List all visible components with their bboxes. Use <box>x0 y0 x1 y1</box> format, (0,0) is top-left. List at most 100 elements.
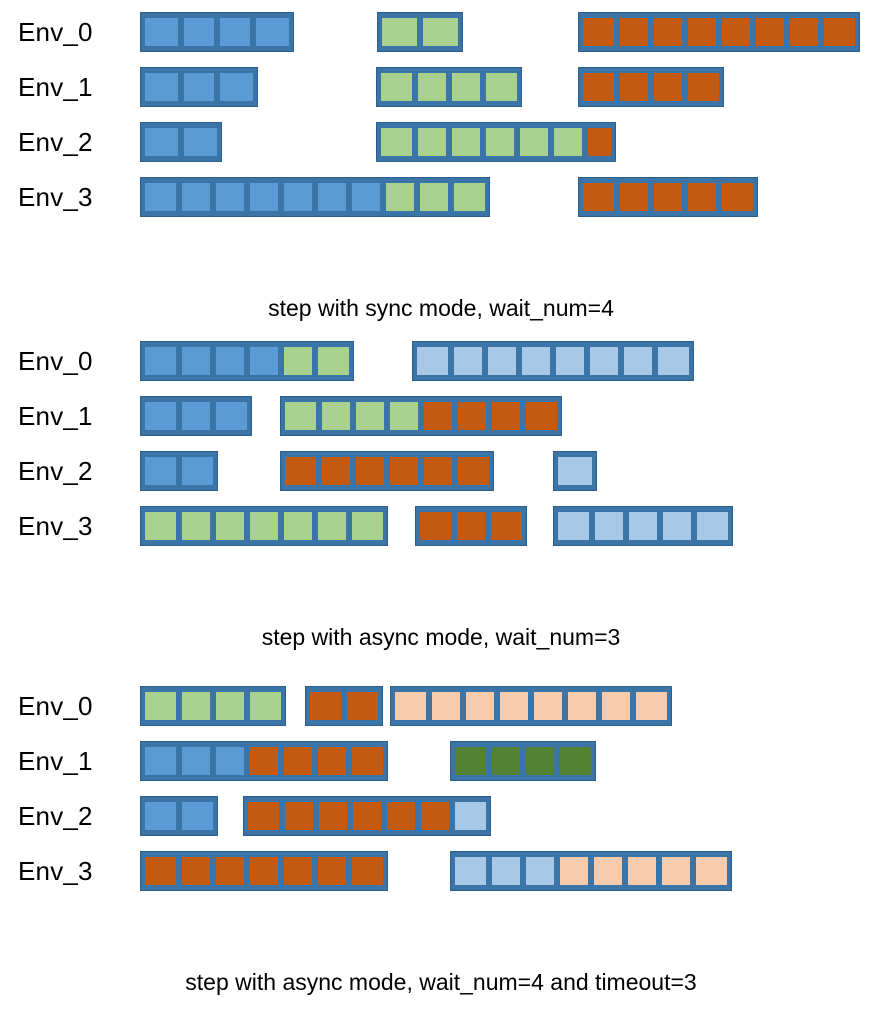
env-row-label: Env_1 <box>18 746 93 776</box>
env-row: Env_0 <box>0 682 882 730</box>
step-cell-blue <box>179 183 213 211</box>
step-cell-blue <box>247 347 281 375</box>
step-cell-green <box>281 512 315 540</box>
env-row-label: Env_3 <box>18 511 93 541</box>
step-cell-blue <box>145 73 181 101</box>
step-group <box>376 122 616 162</box>
step-cell-blue <box>315 183 349 211</box>
step-cell-green <box>451 183 485 211</box>
step-cell-orange <box>651 18 685 46</box>
step-cell-orange <box>319 457 353 485</box>
step-cell-green <box>213 512 247 540</box>
env-row: Env_0 <box>0 8 882 56</box>
step-cell-blue <box>247 183 281 211</box>
step-cell-orange <box>583 73 617 101</box>
step-cell-light-blue <box>621 347 655 375</box>
step-cell-orange <box>719 18 753 46</box>
step-cell-green <box>483 73 517 101</box>
step-group <box>140 12 294 52</box>
env-row-label: Env_2 <box>18 456 93 486</box>
step-cell-orange <box>247 747 281 775</box>
step-cell-orange <box>753 18 787 46</box>
step-cell-orange <box>787 18 821 46</box>
step-cell-peach <box>429 692 463 720</box>
env-row-track <box>0 173 882 221</box>
step-cell-orange <box>685 18 719 46</box>
env-row-label: Env_0 <box>18 346 93 376</box>
step-group <box>140 796 218 836</box>
step-group <box>140 451 218 491</box>
step-group <box>140 341 354 381</box>
step-cell-light-blue <box>452 802 486 830</box>
step-cell-light-blue <box>626 512 660 540</box>
env-row: Env_3 <box>0 847 882 895</box>
panel-caption: step with sync mode, wait_num=4 <box>268 295 614 321</box>
step-cell-green <box>349 512 383 540</box>
step-cell-orange <box>384 802 418 830</box>
step-group <box>553 451 597 491</box>
step-cell-green <box>145 512 179 540</box>
step-cell-green <box>179 692 213 720</box>
env-row-track <box>0 847 882 895</box>
step-cell-orange <box>349 747 383 775</box>
env-row-label: Env_3 <box>18 182 93 212</box>
step-group <box>243 796 491 836</box>
step-group <box>140 686 286 726</box>
step-cell-green <box>145 692 179 720</box>
step-group <box>376 67 522 107</box>
env-row-track <box>0 737 882 785</box>
env-row: Env_3 <box>0 502 882 550</box>
step-cell-light-blue <box>455 857 489 885</box>
step-cell-orange <box>488 512 522 540</box>
step-cell-orange <box>585 128 611 156</box>
panel-caption: step with async mode, wait_num=4 and tim… <box>185 969 697 995</box>
step-group <box>140 122 222 162</box>
step-cell-orange <box>316 802 350 830</box>
step-cell-orange <box>821 18 855 46</box>
step-cell-orange <box>421 402 455 430</box>
step-cell-light-blue <box>417 347 451 375</box>
step-cell-blue <box>145 802 179 830</box>
step-cell-light-blue <box>451 347 485 375</box>
step-cell-peach <box>591 857 625 885</box>
step-cell-blue <box>179 402 213 430</box>
env-row: Env_2 <box>0 118 882 166</box>
step-group <box>390 686 672 726</box>
step-cell-light-blue <box>558 512 592 540</box>
step-cell-peach <box>395 692 429 720</box>
env-row: Env_1 <box>0 737 882 785</box>
step-cell-blue <box>145 457 179 485</box>
step-cell-blue <box>181 18 217 46</box>
step-cell-orange <box>685 73 719 101</box>
step-cell-green <box>381 128 415 156</box>
step-group <box>140 851 388 891</box>
env-row-track <box>0 118 882 166</box>
step-cell-peach <box>557 857 591 885</box>
step-cell-light-blue <box>587 347 621 375</box>
step-cell-blue <box>181 128 217 156</box>
env-row-label: Env_2 <box>18 801 93 831</box>
step-cell-blue <box>179 802 213 830</box>
step-cell-light-blue <box>485 347 519 375</box>
step-cell-blue <box>179 457 213 485</box>
step-cell-green <box>319 402 353 430</box>
step-group <box>280 451 494 491</box>
step-cell-orange <box>455 402 489 430</box>
step-cell-blue <box>213 183 247 211</box>
step-cell-orange <box>387 457 421 485</box>
panel-caption: step with async mode, wait_num=3 <box>261 624 621 650</box>
env-row: Env_3 <box>0 173 882 221</box>
step-group <box>377 12 463 52</box>
step-cell-blue <box>145 402 179 430</box>
step-cell-blue <box>213 402 247 430</box>
step-group <box>412 341 694 381</box>
step-cell-orange <box>315 857 349 885</box>
step-cell-blue <box>181 73 217 101</box>
step-group <box>450 741 596 781</box>
step-group <box>140 67 258 107</box>
step-group <box>415 506 527 546</box>
step-cell-green <box>382 18 420 46</box>
step-cell-orange <box>651 73 685 101</box>
step-cell-green <box>247 512 281 540</box>
step-cell-blue <box>253 18 289 46</box>
